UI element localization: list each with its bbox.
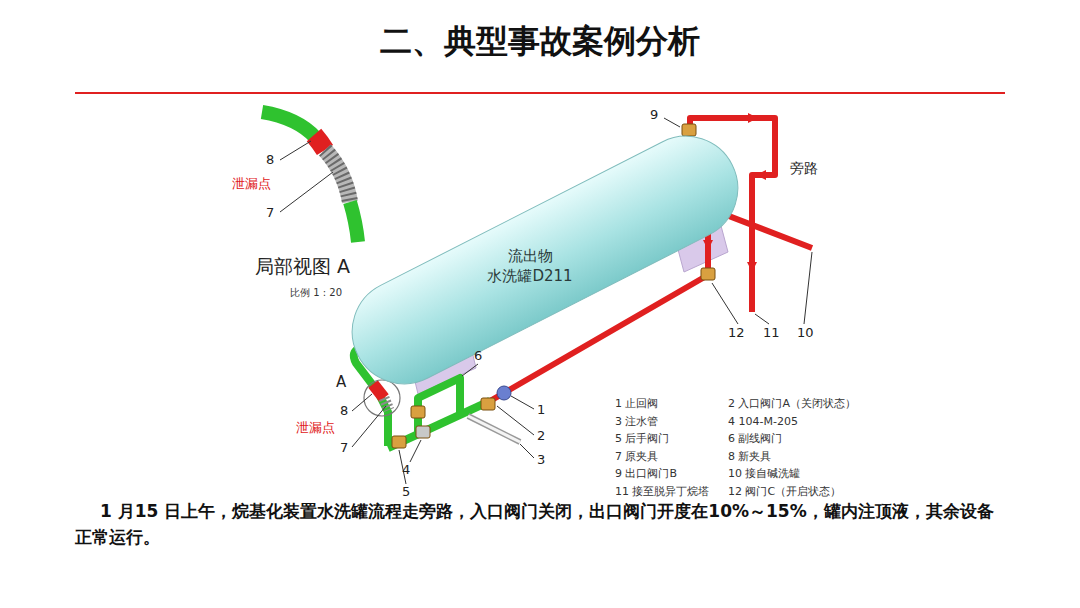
inlet-pipe: [388, 401, 490, 448]
parts-list-item: 10 接自碱洗罐: [728, 467, 801, 480]
leader-line: [511, 396, 534, 409]
new-clamp: [314, 135, 325, 150]
parts-list-item: 8 新夹具: [728, 450, 772, 463]
leader-line: [520, 444, 534, 458]
flow-arrow: [703, 240, 713, 250]
view-label: 比例 1 : 20: [290, 287, 342, 299]
view-label: 局部视图 A: [255, 255, 350, 278]
leak-point-label: 泄漏点: [296, 420, 335, 436]
parts-list-item: 2 入口阀门A（关闭状态）: [728, 397, 856, 410]
callout-number: 7: [340, 440, 348, 456]
callout-number: 5: [402, 484, 410, 500]
green-pipe: [262, 112, 316, 138]
callout-number: 1: [537, 402, 545, 418]
flow-arrow: [748, 113, 758, 123]
parts-list-item: 4 104-M-205: [728, 415, 798, 428]
callout-number: 2: [537, 428, 545, 444]
slide-title: 二、典型事故案例分析: [0, 22, 1080, 60]
callout-number: 3: [537, 452, 545, 468]
parts-list-item: 12 阀门C（开启状态）: [728, 485, 841, 498]
leader-line: [410, 440, 421, 462]
leader-line: [664, 118, 680, 127]
parts-list-item: 3 注水管: [615, 415, 659, 428]
caption: 1 月15 日上午，烷基化装置水洗罐流程走旁路，入口阀门关闭，出口阀门开度在10…: [75, 498, 1010, 551]
leader-line: [352, 394, 372, 411]
leader-line: [352, 406, 386, 447]
leak-point-label: 泄漏点: [232, 176, 271, 192]
flow-label: 旁路: [790, 160, 818, 177]
callout-number: 12: [728, 325, 745, 341]
callout-number: 9: [650, 107, 658, 123]
new-clamp: [373, 384, 384, 398]
callout-number: 11: [763, 325, 780, 341]
tank-body: [334, 118, 755, 401]
title-rule: [75, 92, 1005, 94]
valve: [411, 406, 425, 418]
leader-line: [280, 172, 333, 212]
inset-pipe: [262, 112, 358, 242]
old-clamp-coil: [325, 150, 350, 202]
leader-line: [712, 283, 738, 324]
callout-number: 6: [474, 348, 482, 364]
old-clamp: [325, 150, 350, 202]
valve: [392, 436, 406, 448]
flow-arrow: [756, 170, 766, 180]
parts-list-item: 9 出口阀门B: [615, 467, 677, 480]
callout-number: 8: [266, 152, 274, 168]
water-pipe: [468, 416, 520, 442]
leader-line: [280, 141, 311, 160]
valve: [701, 268, 715, 280]
valve: [481, 398, 495, 410]
tank-label: 流出物 水洗罐D211: [480, 246, 580, 287]
leader-line: [804, 252, 812, 324]
leader-line: [497, 406, 534, 435]
valve: [682, 124, 696, 136]
parts-list-item: 11 接至脱异丁烷塔: [615, 485, 710, 498]
parts-list-item: 1 止回阀: [615, 397, 659, 410]
green-pipe: [350, 202, 358, 242]
leader-line: [462, 364, 478, 376]
check-valve: [497, 386, 511, 400]
water-pipe: [468, 416, 520, 442]
tank-vessel: 流出物 水洗罐D211: [330, 115, 760, 405]
callout-number: 7: [266, 205, 274, 221]
parts-list-item: 5 后手阀门: [615, 432, 670, 445]
valve: [416, 426, 430, 438]
parts-list-item: 6 副线阀门: [728, 432, 783, 445]
parts-list-item: 7 原夹具: [615, 450, 659, 463]
callout-number: 8: [340, 403, 348, 419]
callout-number: A: [336, 373, 346, 391]
callout-number: 4: [402, 462, 410, 478]
callout-number: 10: [797, 325, 814, 341]
leader-line: [755, 314, 769, 324]
flow-arrow: [747, 262, 757, 272]
